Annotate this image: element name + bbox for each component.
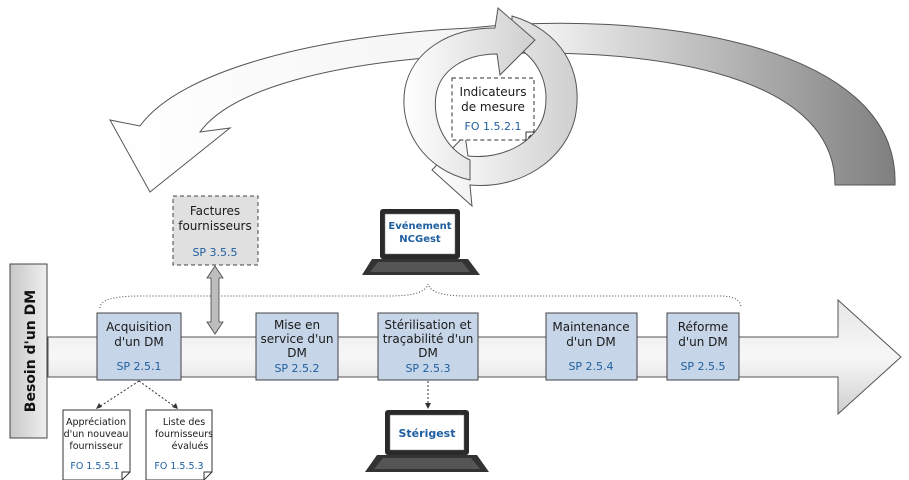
doc-appreciation: Appréciation d'un nouveau fournisseur FO… <box>62 409 131 480</box>
doc-label: Liste des <box>163 417 205 428</box>
step-label: DM <box>418 346 438 360</box>
connector-arrowheads <box>96 403 431 409</box>
step-sterilisation: Stérilisation et traçabilité d'un DM SP … <box>377 312 479 381</box>
step-label: Maintenance <box>552 320 629 334</box>
laptop-ncgest-icon: Evénement NCGest <box>362 209 480 275</box>
doc-label: fournisseurs <box>155 429 213 440</box>
step-code: SP 2.5.3 <box>405 362 450 375</box>
step-label: service d'un <box>261 332 334 346</box>
doc-label: Appréciation <box>66 417 126 428</box>
step-label: traçabilité d'un <box>383 332 474 346</box>
step-label: d'un DM <box>114 335 164 349</box>
factures-label-2: fournisseurs <box>178 219 252 233</box>
indicateurs-box: Indicateurs de mesure FO 1.5.2.1 <box>451 77 535 141</box>
factures-label-1: Factures <box>190 204 240 218</box>
factures-box: Factures fournisseurs SP 3.5.5 <box>172 195 259 266</box>
doc-code: FO 1.5.5.1 <box>70 461 119 472</box>
besoin-box: Besoin d'un DM <box>9 263 48 439</box>
doc-liste-fournisseurs: Liste des fournisseurs évalués FO 1.5.5.… <box>145 409 213 480</box>
laptop-sterigest-icon: Stérigest <box>365 410 489 472</box>
doc-label: évalués <box>172 441 209 452</box>
step-label: DM <box>287 346 307 360</box>
step-mise-en-service: Mise en service d'un DM SP 2.5.2 <box>255 312 339 381</box>
step-label: Réforme <box>678 320 729 334</box>
step-label: Acquisition <box>106 320 172 334</box>
laptop-label: Stérigest <box>399 427 456 440</box>
indicateurs-label-1: Indicateurs <box>460 85 527 99</box>
step-code: SP 2.5.4 <box>568 360 613 373</box>
laptop-label: NCGest <box>399 234 441 245</box>
step-acquisition: Acquisition d'un DM SP 2.5.1 <box>96 312 182 381</box>
step-reforme: Réforme d'un DM SP 2.5.5 <box>666 312 740 381</box>
step-code: SP 2.5.1 <box>116 360 161 373</box>
step-maintenance: Maintenance d'un DM SP 2.5.4 <box>545 312 638 381</box>
factures-code: SP 3.5.5 <box>192 246 237 259</box>
double-arrow-icon <box>206 265 224 335</box>
step-label: Stérilisation et <box>384 318 471 332</box>
step-code: SP 2.5.2 <box>274 362 319 375</box>
besoin-label: Besoin d'un DM <box>23 290 39 412</box>
doc-label: d'un nouveau <box>64 429 129 440</box>
indicateurs-label-2: de mesure <box>461 100 525 114</box>
step-label: d'un DM <box>566 335 616 349</box>
doc-connectors <box>95 380 429 410</box>
grouping-brace <box>99 283 742 309</box>
step-label: d'un DM <box>678 335 728 349</box>
laptop-label: Evénement <box>388 220 451 232</box>
cycle-arrows-icon <box>403 7 578 208</box>
indicateurs-code: FO 1.5.2.1 <box>465 120 522 133</box>
step-label: Mise en <box>274 318 320 332</box>
step-code: SP 2.5.5 <box>680 360 725 373</box>
doc-label: fournisseur <box>69 441 122 452</box>
doc-code: FO 1.5.5.3 <box>154 461 203 472</box>
